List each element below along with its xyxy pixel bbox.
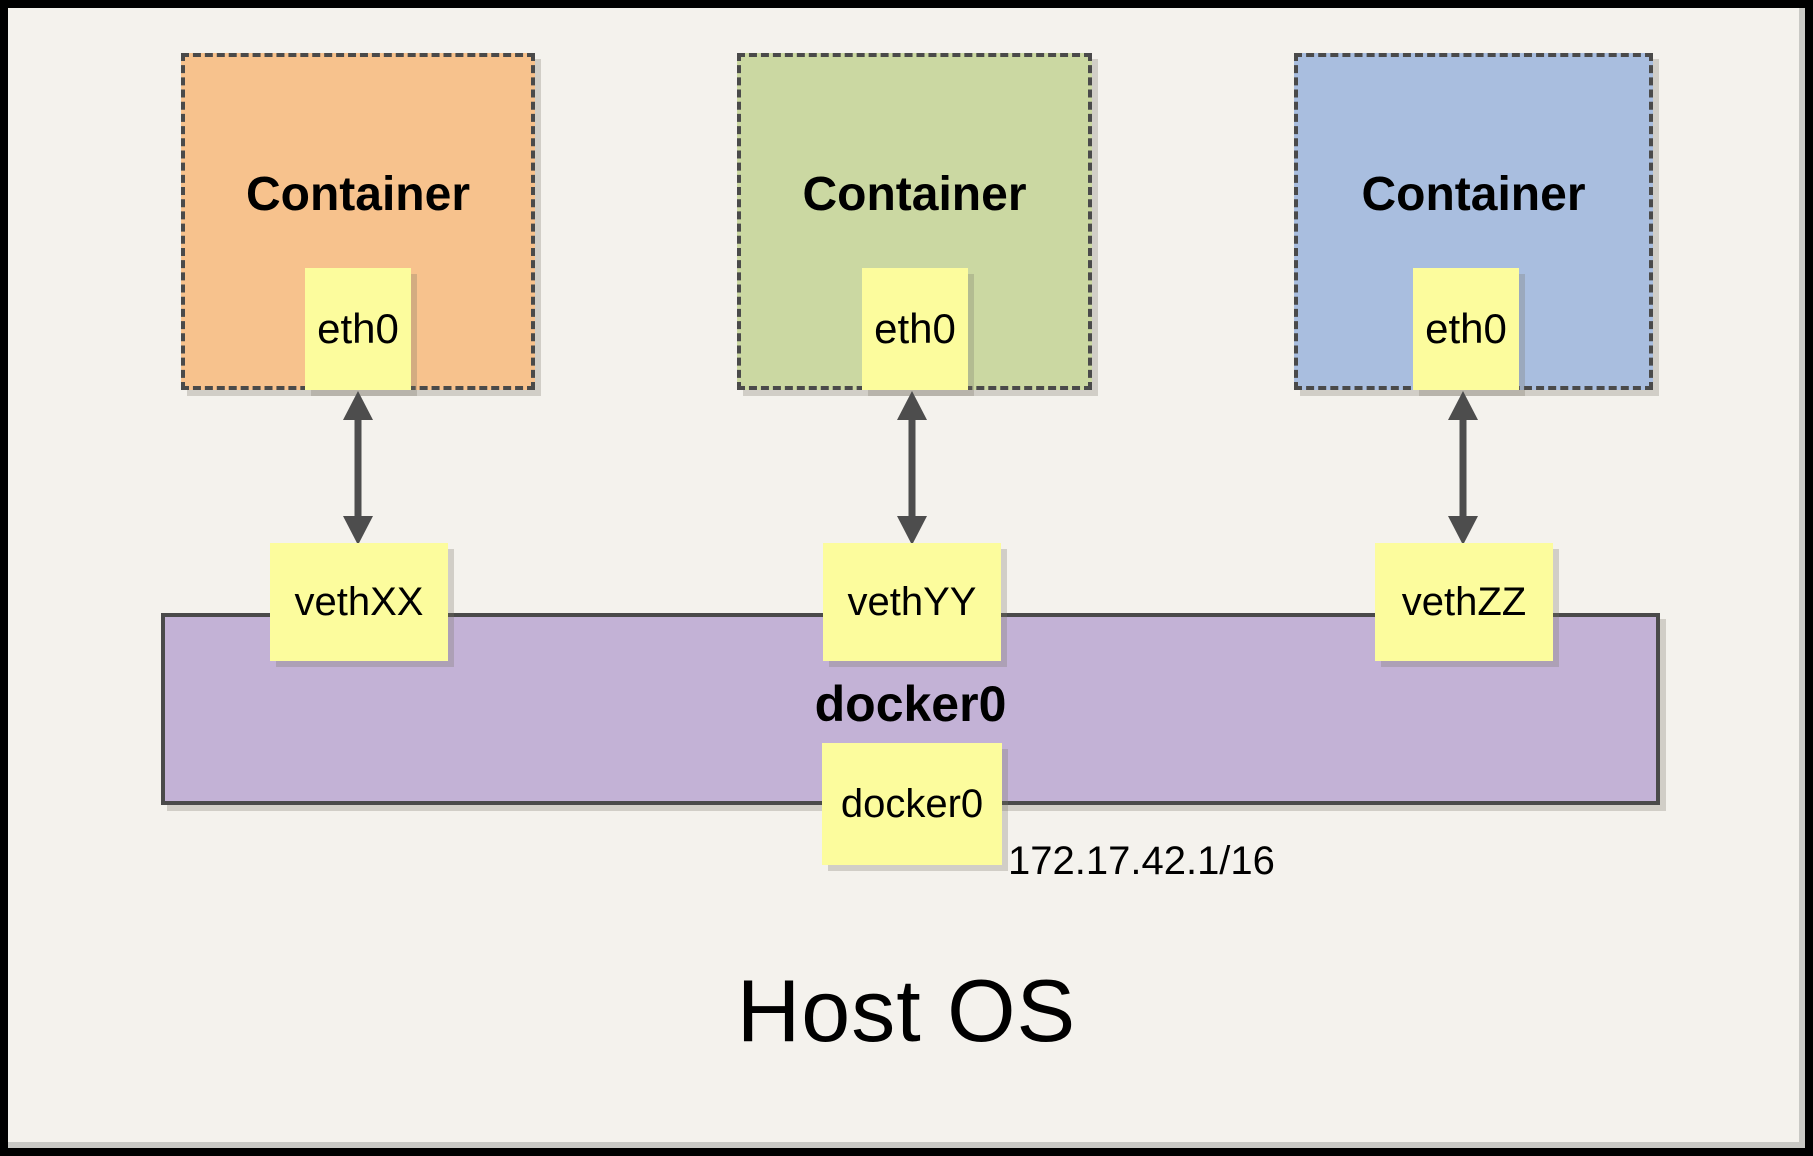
container-box-orange: Container eth0 [181,53,535,390]
eth0-interface-box: eth0 [862,268,968,390]
container-label: Container [1361,168,1586,221]
diagram-canvas: Container eth0 Container eth0 Container … [8,8,1805,1148]
vethyy-label: vethYY [847,579,977,624]
eth0-interface-label: eth0 [317,305,399,352]
container-label: Container [245,168,470,221]
container-label: Container [802,168,1027,221]
docker0-interface-box: docker0 [822,743,1002,865]
eth0-interface-box: eth0 [305,268,411,390]
docker0-bridge-label: docker0 [814,676,1007,732]
eth0-interface-label: eth0 [1425,305,1507,352]
bridge-ip-address: 172.17.42.1/16 [1008,839,1275,883]
host-os-title: Host OS [736,961,1077,1060]
vethzz-label: vethZZ [1401,579,1527,624]
container-box-blue: Container eth0 [1294,53,1653,390]
eth0-interface-box: eth0 [1413,268,1519,390]
double-arrow-icon [897,391,927,545]
vethxx-label: vethXX [294,579,424,624]
container-box-green: Container eth0 [737,53,1092,390]
vethxx-box: vethXX [270,543,448,661]
double-arrow-icon [1448,391,1478,545]
eth0-interface-label: eth0 [874,305,956,352]
vethzz-box: vethZZ [1375,543,1553,661]
docker0-interface-label: docker0 [840,781,984,826]
double-arrow-icon [343,391,373,545]
vethyy-box: vethYY [823,543,1001,661]
